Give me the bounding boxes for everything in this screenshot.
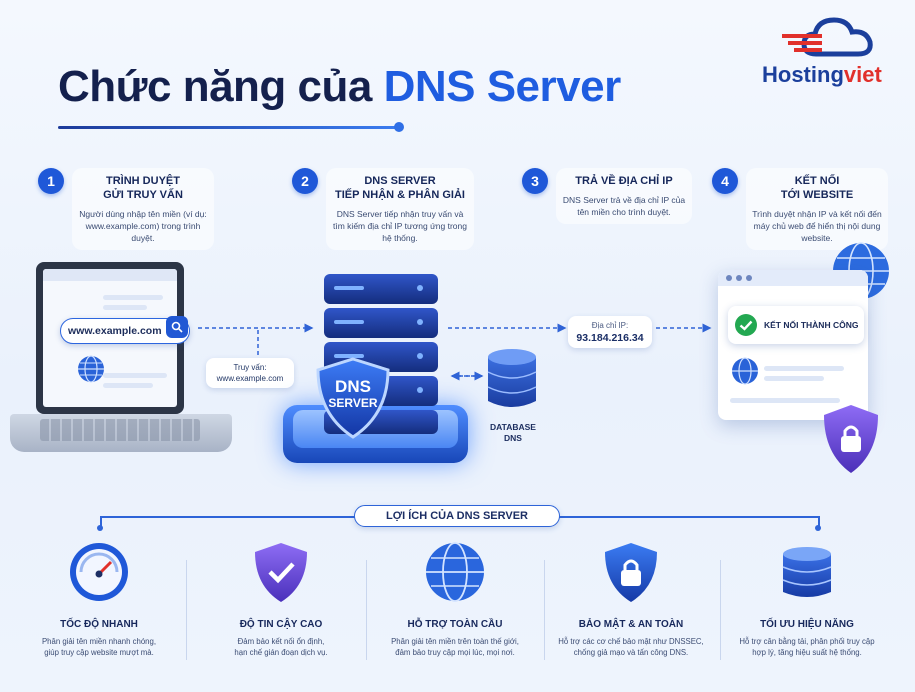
step-number: 2	[292, 168, 318, 194]
search-icon	[171, 321, 183, 333]
step-description: Người dùng nhập tên miền (ví dụ: www.exa…	[79, 209, 207, 243]
step-number: 4	[712, 168, 738, 194]
ip-address-box: Địa chỉ IP: 93.184.216.34	[568, 316, 652, 348]
benefits-header: LỢI ÍCH CỦA DNS SERVER	[354, 505, 560, 527]
title-underline-dot	[394, 122, 404, 132]
connector-dot	[97, 525, 103, 531]
benefit-title: TỐI ƯU HIỆU NĂNG	[760, 619, 854, 630]
step-description: DNS Server trả về địa chỉ IP của tên miề…	[562, 195, 686, 217]
query-label: Truy vấn: www.example.com	[206, 358, 294, 388]
benefit-description: Đảm bảo kết nối ổn định,hạn chế gián đoạ…	[234, 637, 328, 657]
database-label: DATABASE DNS	[490, 422, 536, 443]
benefit-title: TỐC ĐỘ NHANH	[60, 619, 138, 630]
ip-label: Địa chỉ IP:	[591, 321, 629, 330]
window-titlebar	[718, 270, 868, 286]
page-title: Chức năng của DNS Server	[58, 62, 621, 112]
benefit-speed: TỐC ĐỘ NHANH Phân giải tên miền nhanh ch…	[14, 540, 184, 658]
database-icon	[487, 349, 537, 407]
title-underline	[58, 126, 400, 129]
benefit-description: Hỗ trợ các cơ chế bảo mật như DNSSEC,chố…	[558, 637, 704, 657]
globe-icon	[732, 357, 758, 385]
benefit-title: HỖ TRỢ TOÀN CẦU	[407, 619, 503, 630]
speedometer-icon	[70, 543, 128, 601]
step-number: 1	[38, 168, 64, 194]
benefit-description: Phân giải tên miền trên toàn thế giới,đả…	[391, 637, 519, 657]
step-description: DNS Server tiếp nhận truy vấn và tìm kiế…	[333, 209, 467, 243]
brand-logo: Hostingviet	[762, 62, 882, 88]
title-part1: Chức năng của	[58, 62, 384, 111]
benefit-title: BẢO MẬT & AN TOÀN	[578, 619, 684, 630]
connector-drop	[818, 516, 820, 528]
server-stack-icon	[782, 547, 832, 597]
cloud-logo-icon	[782, 17, 873, 57]
shield-lock-icon	[605, 543, 657, 602]
dns-server-label: DNS SERVER	[328, 377, 378, 410]
benefit-security: BẢO MẬT & AN TOÀN Hỗ trợ các cơ chế bảo …	[546, 540, 716, 658]
divider	[544, 560, 545, 660]
step-title: TRẢ VỀ ĐỊA CHỈ IP	[575, 175, 673, 187]
step-description: Trình duyệt nhận IP và kết nối đến máy c…	[752, 209, 882, 243]
laptop-keyboard	[40, 419, 200, 441]
shield-lock-icon	[824, 405, 878, 473]
connector-dot	[815, 525, 821, 531]
shield-check-icon	[255, 543, 307, 602]
dns-shield-icon	[316, 357, 390, 439]
success-text: KẾT NỐI THÀNH CÔNG	[764, 320, 859, 330]
globe-icon	[78, 355, 104, 383]
benefit-reliability: ĐỘ TIN CẬY CAO Đảm bảo kết nối ổn định,h…	[196, 540, 366, 658]
search-button[interactable]	[166, 316, 188, 338]
divider	[366, 560, 367, 660]
benefit-description: Phân giải tên miền nhanh chóng,giúp truy…	[41, 637, 156, 657]
title-highlight: DNS Server	[383, 62, 622, 111]
logo-text-part1: Hosting	[762, 62, 844, 87]
divider	[720, 560, 721, 660]
step-3: 3 TRẢ VỀ ĐỊA CHỈ IP DNS Server trả về đị…	[522, 168, 692, 224]
benefit-performance: TỐI ƯU HIỆU NĂNG Hỗ trợ cân bằng tải, ph…	[722, 540, 892, 658]
globe-icon	[426, 542, 484, 602]
logo-text-part2: viet	[843, 62, 882, 87]
check-circle-icon	[735, 314, 757, 336]
divider	[186, 560, 187, 660]
connection-success-badge: KẾT NỐI THÀNH CÔNG	[728, 306, 864, 344]
benefit-title: ĐỘ TIN CẬY CAO	[239, 619, 323, 630]
connector-drop	[100, 516, 102, 528]
benefit-global: HỖ TRỢ TOÀN CẦU Phân giải tên miền trên …	[370, 540, 540, 658]
ip-value: 93.184.216.34	[576, 332, 644, 344]
step-number: 3	[522, 168, 548, 194]
website-window	[718, 270, 868, 420]
